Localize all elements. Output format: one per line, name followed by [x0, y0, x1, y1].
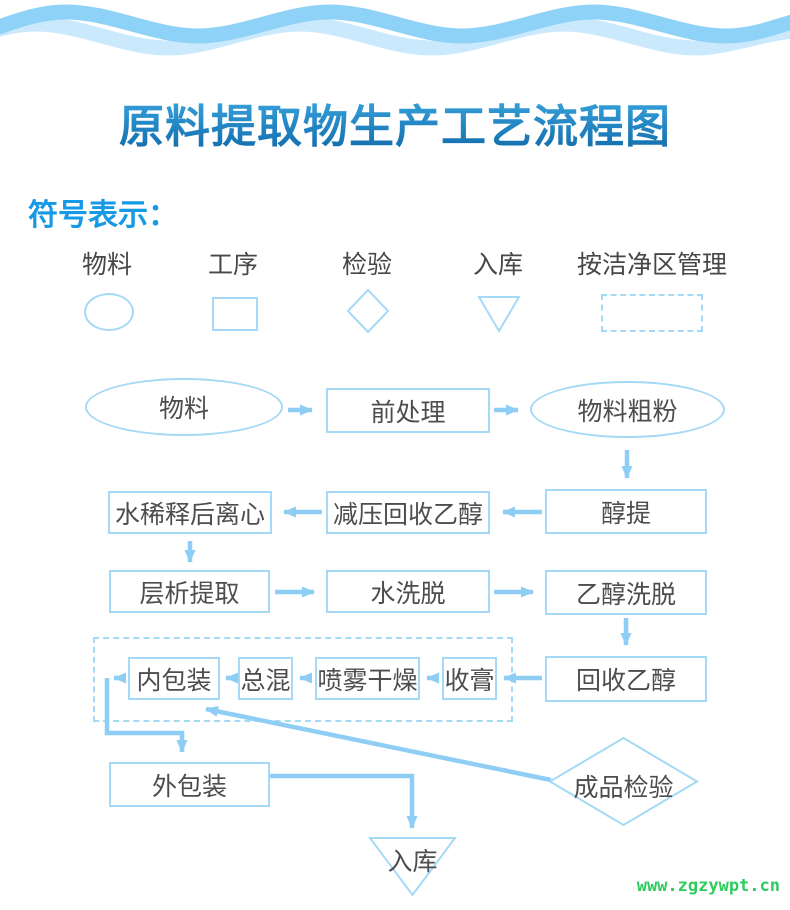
legend-heading: 符号表示： — [28, 199, 178, 232]
node-total-mixing-label: 总混 — [240, 666, 291, 695]
node-water-elution-label: 水洗脱 — [370, 579, 446, 608]
node-final-inspection-label: 成品检验 — [573, 774, 674, 802]
node-water-dilute-centrifuge-label: 水稀释后离心 — [114, 500, 265, 529]
legend-triangle-shape — [477, 296, 521, 333]
legend-rect-shape — [212, 297, 258, 331]
node-warehouse-label: 入库 — [387, 848, 438, 876]
node-coarse-powder-label: 物料粗粉 — [577, 397, 678, 426]
node-recover-ethanol-label: 回收乙醇 — [575, 667, 676, 695]
node-chromatography: 层析提取 — [109, 570, 270, 613]
node-material: 物料 — [85, 378, 283, 436]
page-title: 原料提取物生产工艺流程图 — [0, 90, 790, 155]
node-material-label: 物料 — [158, 395, 209, 423]
wave-light-band — [0, 16, 790, 56]
node-chromatography-label: 层析提取 — [139, 579, 240, 608]
node-alcohol-extract: 醇提 — [545, 489, 707, 534]
warehouse-triangle — [368, 837, 457, 897]
node-vacuum-recover-ethanol: 减压回收乙醇 — [326, 491, 490, 534]
legend-label-warehouse: 入库 — [472, 251, 523, 279]
node-inner-packaging-label: 内包装 — [136, 666, 212, 695]
node-pretreatment-label: 前处理 — [370, 398, 446, 427]
node-alcohol-extract-label: 醇提 — [600, 499, 651, 528]
node-spray-drying: 喷雾干燥 — [315, 657, 420, 700]
arrow-lines — [104, 404, 633, 829]
node-ethanol-elution: 乙醇洗脱 — [545, 570, 707, 615]
node-spray-drying-label: 喷雾干燥 — [317, 666, 418, 695]
node-vacuum-recover-ethanol-label: 减压回收乙醇 — [332, 500, 483, 529]
node-inner-packaging: 内包装 — [128, 657, 220, 700]
legend-label-process: 工序 — [207, 251, 258, 279]
node-water-dilute-centrifuge: 水稀释后离心 — [108, 491, 272, 534]
legend-dashed-rect-shape — [601, 294, 703, 332]
wave-banner-decoration — [0, 4, 790, 56]
watermark-url: www.zgzywpt.cn — [636, 876, 780, 896]
legend-ellipse-shape — [84, 293, 134, 331]
legend-label-inspection: 检验 — [341, 251, 392, 279]
node-coarse-powder: 物料粗粉 — [530, 381, 725, 438]
node-outer-packaging-label: 外包装 — [151, 772, 227, 801]
legend-diamond-shape — [346, 288, 390, 334]
node-total-mixing: 总混 — [238, 657, 293, 700]
node-outer-packaging: 外包装 — [109, 762, 270, 807]
legend-label-cleanzone: 按洁净区管理 — [576, 251, 727, 279]
node-ethanol-elution-label: 乙醇洗脱 — [575, 580, 676, 609]
wave-main-band — [0, 4, 790, 44]
legend-label-material: 物料 — [81, 251, 132, 279]
node-collect-paste: 收膏 — [442, 657, 497, 700]
node-water-elution: 水洗脱 — [326, 570, 490, 613]
node-pretreatment: 前处理 — [326, 388, 490, 433]
node-recover-ethanol: 回收乙醇 — [545, 656, 707, 702]
final-inspection-diamond — [548, 736, 699, 827]
node-collect-paste-label: 收膏 — [444, 666, 495, 695]
